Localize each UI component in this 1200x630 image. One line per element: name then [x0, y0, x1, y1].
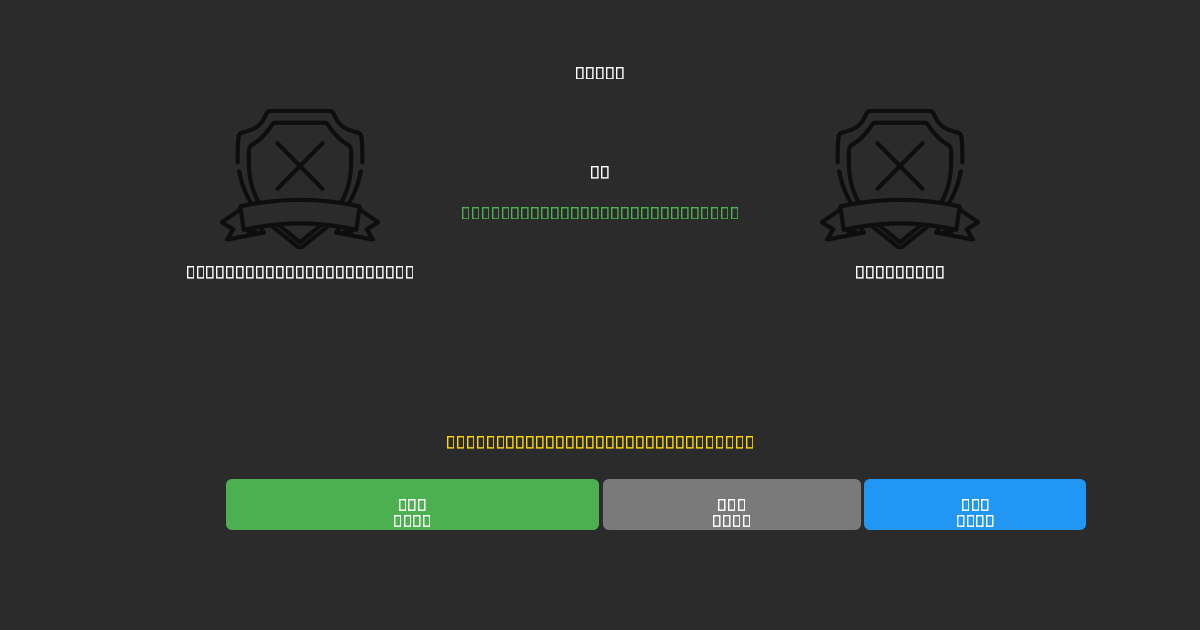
button-label-line2	[226, 513, 599, 529]
status-line-1	[0, 166, 1200, 179]
shield-error-icon	[220, 109, 380, 249]
page-title	[0, 66, 1200, 80]
button-label-line1	[864, 497, 1086, 513]
secondary-action-button[interactable]	[602, 479, 861, 530]
button-label-line2	[864, 513, 1086, 529]
left-caption	[0, 266, 600, 279]
status-line-2	[0, 206, 1200, 220]
button-label-line1	[226, 497, 599, 513]
notice-text	[0, 436, 1200, 449]
shield-error-icon	[820, 109, 980, 249]
tertiary-action-button[interactable]	[864, 479, 1087, 530]
right-caption	[600, 266, 1200, 279]
button-label-line2	[603, 513, 861, 529]
button-label-line1	[603, 497, 861, 513]
primary-action-button[interactable]	[225, 479, 599, 530]
